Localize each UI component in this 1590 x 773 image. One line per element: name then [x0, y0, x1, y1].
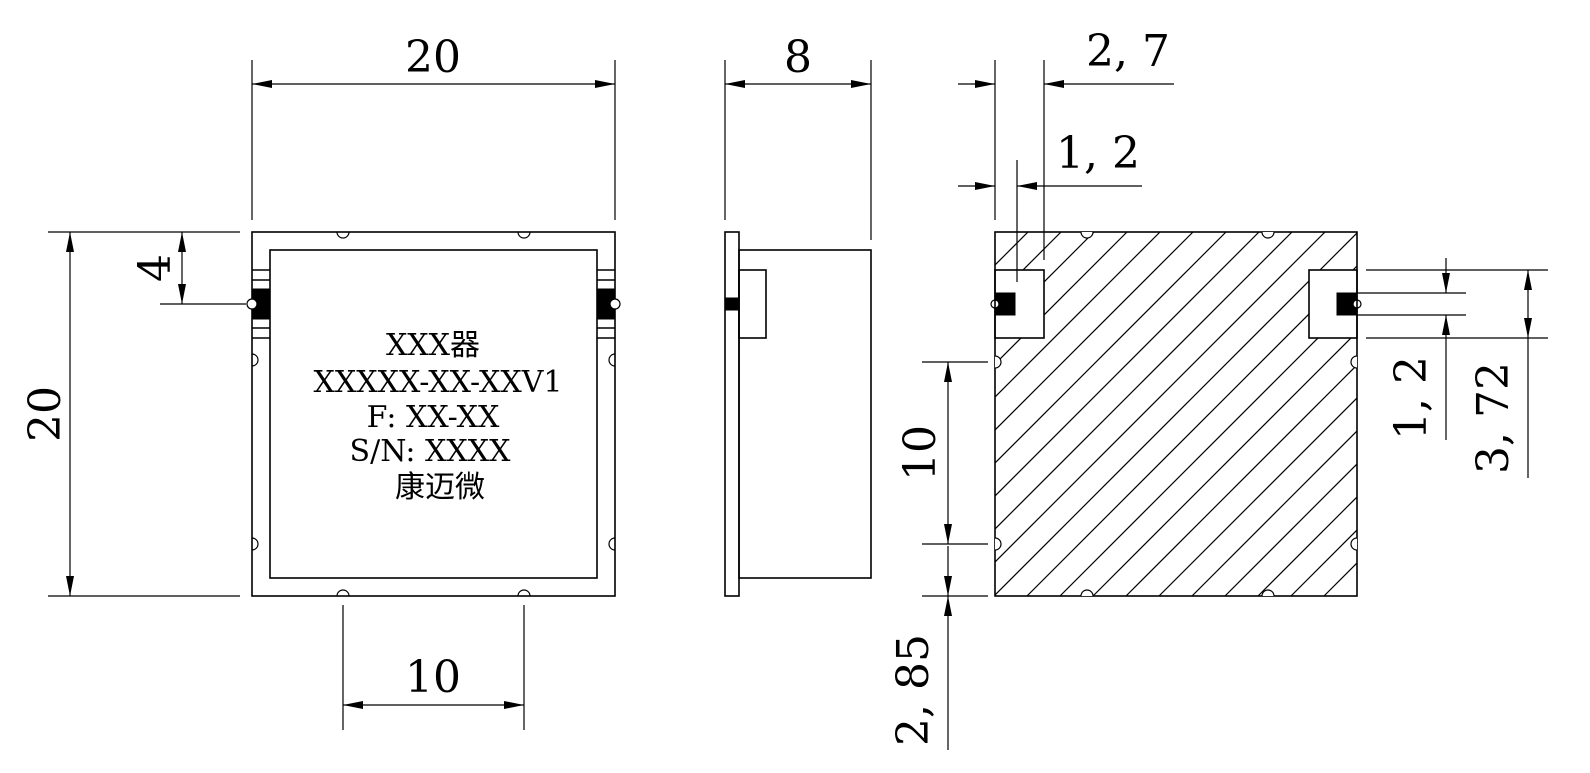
side-view: 8: [724, 32, 872, 597]
section-outline: [994, 231, 1358, 597]
hatch-line: [1555, 232, 1590, 596]
side-flange: [724, 231, 740, 597]
dim-section-right-a: 1, 2: [1386, 356, 1437, 440]
hatch-line: [995, 232, 1194, 431]
dim-front-width: 20: [405, 32, 461, 83]
label-line-2: XXXXX-XX-XXV1: [314, 365, 563, 400]
label-line-5: 康迈微: [395, 470, 485, 505]
hatch-line: [995, 232, 996, 233]
hatch-line: [1522, 232, 1590, 596]
label-line-1: XXX器: [386, 328, 480, 363]
label-line-3: F: XX-XX: [367, 400, 500, 435]
front-outer-body: [251, 231, 616, 597]
label-line-4: S/N: XXXX: [350, 434, 512, 469]
dim-section-top-b: 1, 2: [1056, 128, 1140, 179]
hatch-line: [1158, 397, 1357, 596]
hatch-line: [1257, 496, 1357, 596]
side-connector-housing: [738, 269, 767, 339]
front-label-area: [269, 249, 598, 579]
hatch-line: [995, 232, 1227, 464]
hatch-line: [1290, 529, 1357, 596]
hatch-line: [1224, 463, 1357, 596]
hatch-line: [995, 232, 1161, 398]
side-connector-pin: [724, 297, 740, 311]
hatch-line: [1092, 331, 1357, 596]
section-view: 2, 7 1, 2 10 2, 85 1, 2 3, 72: [888, 26, 1590, 750]
hatch-line: [1059, 298, 1357, 596]
dim-front-bottom-spacing: 10: [405, 652, 461, 703]
dim-front-slot-offset: 4: [130, 254, 181, 282]
hatch-line: [995, 232, 1029, 266]
side-body: [738, 249, 872, 579]
dim-section-bottom-offset: 2, 85: [888, 634, 939, 746]
hatch-line: [995, 232, 1326, 563]
hatch-line: [995, 232, 1128, 365]
dim-section-right-b: 3, 72: [1468, 362, 1519, 474]
dim-side-depth: 8: [784, 32, 812, 83]
dim-section-top-a: 2, 7: [1086, 26, 1170, 77]
hatch-line: [995, 232, 1260, 497]
dim-section-left-spacing: 10: [895, 425, 946, 481]
section-hatching: [995, 232, 1590, 596]
hatch-line: [1125, 364, 1357, 596]
dim-front-height: 20: [20, 386, 71, 442]
hatch-line: [1323, 562, 1357, 596]
front-view: XXX器 XXXXX-XX-XXV1 F: XX-XX S/N: XXXX 康迈…: [20, 32, 621, 730]
hatch-line: [995, 232, 1357, 596]
hatch-line: [1191, 430, 1357, 596]
hatch-line: [995, 232, 1293, 530]
